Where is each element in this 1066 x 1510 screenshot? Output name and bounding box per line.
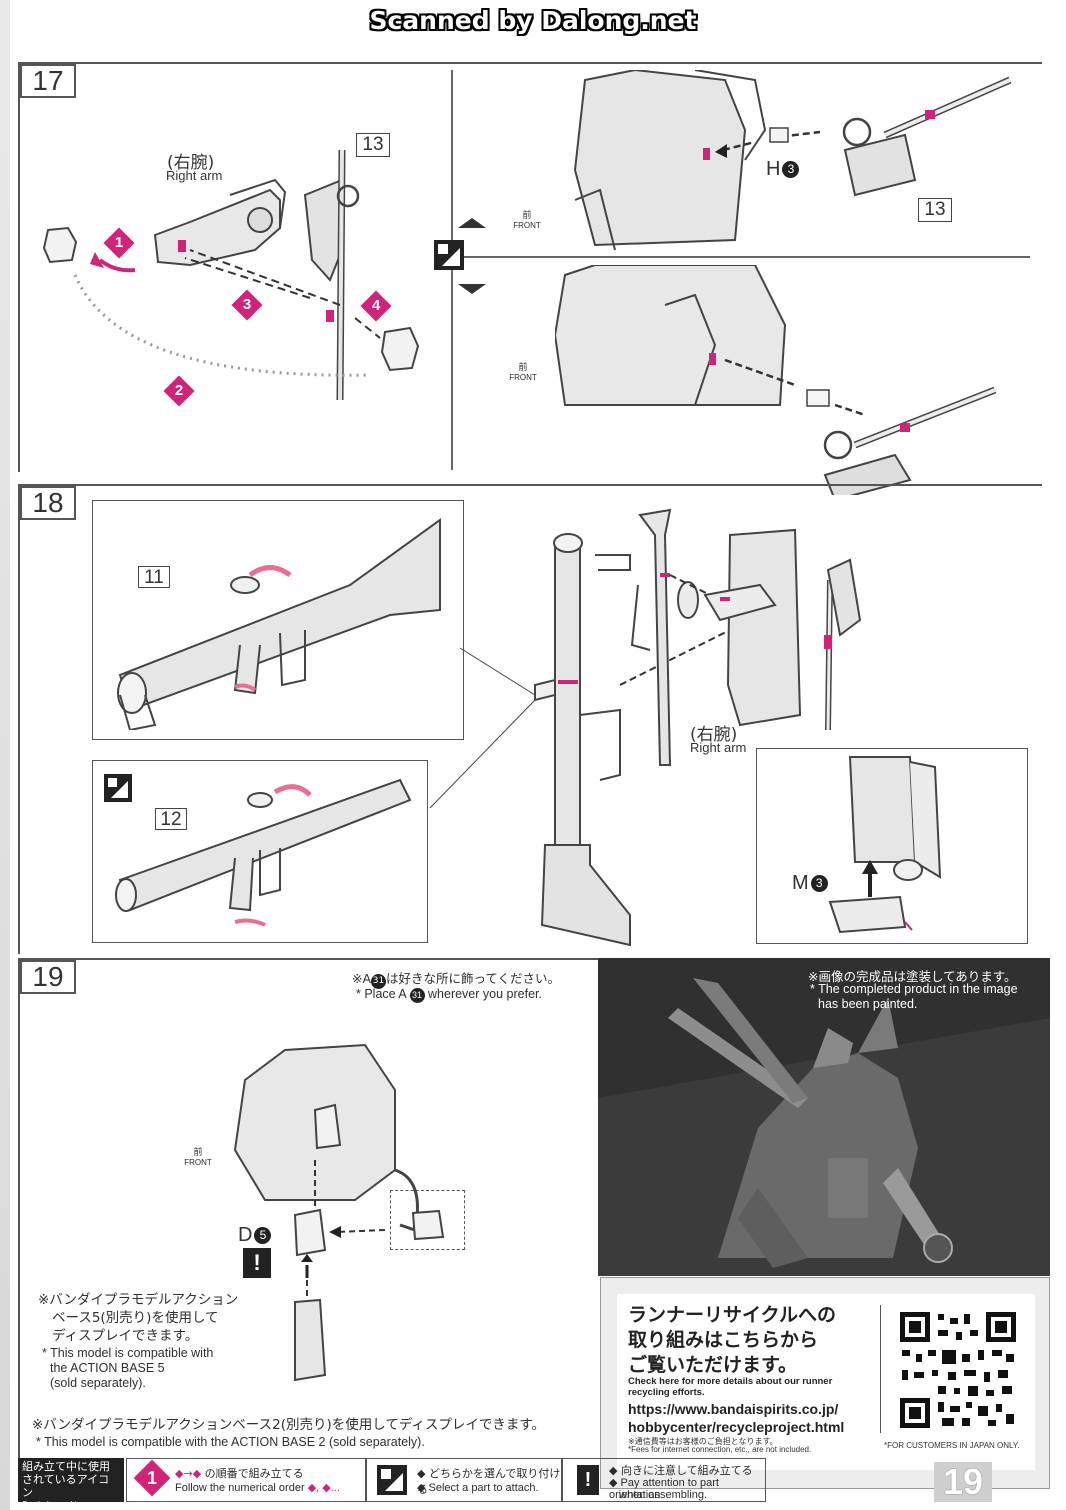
painted-note-en-2: has been painted. (818, 997, 918, 1011)
legend-order: 1 ◆→◆ の順番で組み立てる Follow the numerical ord… (126, 1458, 366, 1502)
order-text-jp: ◆→◆ の順番で組み立てる (175, 1467, 304, 1480)
placement-note-en: * Place A 31 wherever you prefer. (356, 987, 542, 1003)
order-marker-4: 4 (360, 290, 392, 322)
recycle-divider (880, 1305, 881, 1433)
right-arm-label-en-18: Right arm (690, 740, 747, 755)
legend-orientation: ! ◆ 向きに注意して組み立てる ◆ Pay attention to part… (562, 1458, 766, 1502)
bazooka-11-diagram (117, 518, 441, 730)
step-18-number: 18 (20, 486, 76, 520)
part-number-badge: 3 (782, 161, 800, 178)
choose-text-en: ◆ Select a part to attach. (417, 1482, 539, 1494)
recycle-title-3: ご覧いただけます。 (628, 1354, 798, 1376)
zoom-connector-lines (429, 647, 536, 809)
legend-label-jp-1: 組み立て中に使用 (22, 1460, 110, 1473)
shield-rack-diagram (703, 528, 862, 731)
orient-text-jp: ◆ 向きに注意して組み立てる (609, 1464, 753, 1477)
order-icon: 1 (133, 1459, 171, 1497)
action-base5-jp-2: ベース5(別売り)を使用して (52, 1310, 219, 1326)
right-arm-label-jp: (右腕) (167, 153, 215, 173)
recycle-fee-jp: ※通信費等はお客様のご負担となります。 (628, 1437, 778, 1446)
step-17-number: 17 (20, 64, 76, 98)
step-17-body-top-diagram (573, 70, 1012, 251)
part-number-badge-a: 31 (371, 974, 387, 989)
step-19-waist-diagram (233, 1043, 419, 1382)
choose-text-jp: ◆ どちらかを選んで取り付ける (417, 1467, 561, 1496)
part-tag-13-right: 13 (918, 198, 952, 222)
legend-label-box: 組み立て中に使用 されているアイコン Symbols used in instr… (18, 1458, 124, 1509)
recycle-en-2: recycling efforts. (628, 1387, 705, 1398)
front-indicator-bottom: 前 FRONT (509, 362, 537, 382)
order-marker-3: 3 (231, 289, 263, 321)
step-19-number: 19 (20, 960, 76, 994)
choose-icon-footer (377, 1465, 407, 1495)
scan-left-edge (0, 0, 10, 1510)
action-base2-en: * This model is compatible with the ACTI… (36, 1435, 425, 1449)
legend-label-jp-2: されているアイコン (22, 1473, 110, 1499)
recycle-title-1: ランナーリサイクルへの (628, 1304, 837, 1326)
recycle-url-line-2[interactable]: hobbycenter/recycleproject.html (628, 1419, 845, 1435)
step-18-frame (18, 484, 1042, 954)
bazooka-12-box (92, 760, 428, 943)
step-19-frame (18, 958, 598, 1458)
warning-icon-footer: ! (577, 1465, 599, 1495)
weapon-rack-diagram (534, 508, 741, 947)
step-17-divider-horizontal (452, 256, 1030, 258)
action-base2-jp: ※バンダイプラモデルアクションベース2(別売り)を使用してディスプレイできます。 (32, 1417, 546, 1433)
recycle-en-1: Check here for more details about our ru… (628, 1376, 833, 1387)
action-base5-jp-3: ディスプレイできます。 (52, 1328, 199, 1344)
action-base5-en-3: (sold separately). (50, 1376, 146, 1390)
step-17-body-bottom-diagram (555, 265, 997, 495)
part-tag-11: 11 (138, 566, 170, 588)
order-marker-1: 1 (103, 227, 135, 259)
painted-note-en-1: * The completed product in the image (810, 982, 1018, 996)
m3-detail-box (756, 748, 1028, 944)
part-tag-13: 13 (356, 133, 390, 157)
choose-arrows (450, 218, 488, 294)
choose-one-icon-12 (104, 774, 132, 802)
action-base5-en-2: the ACTION BASE 5 (50, 1361, 165, 1375)
scan-banner: Scanned by Dalong.net (369, 6, 697, 35)
legend-choose: ◆ どちらかを選んで取り付ける ◆ Select a part to attac… (366, 1458, 562, 1502)
m3-detail-diagram (828, 756, 942, 934)
bazooka-11-box (92, 500, 464, 740)
part-number-badge-a-en: 31 (409, 988, 425, 1003)
order-marker-2: 2 (163, 375, 195, 407)
right-arm-label-en: Right arm (166, 168, 223, 183)
recycle-url-line-1[interactable]: https://www.bandaispirits.co.jp/ (628, 1401, 839, 1417)
recycle-fee-en: *Fees for internet connection, etc., are… (628, 1445, 812, 1454)
orient-text-en-1: ◆ Pay attention to part orientation (609, 1477, 719, 1501)
order-text-en: Follow the numerical order ◆, ◆... (175, 1482, 340, 1494)
bazooka-12-diagram (115, 778, 412, 927)
orient-text-en-2: when assembling. (619, 1489, 708, 1501)
japan-only-note: *FOR CUSTOMERS IN JAPAN ONLY. (884, 1441, 1020, 1450)
page-number: 19 (934, 1462, 992, 1502)
right-arm-label-jp-18: (右腕) (690, 725, 738, 745)
recycle-title-2: 取り組みはこちらから (628, 1329, 819, 1351)
front-indicator-19: 前 FRONT (184, 1147, 212, 1167)
part-detail-inset (390, 1190, 465, 1250)
step-17-frame (18, 62, 1042, 472)
step-17-divider-vertical (451, 70, 453, 470)
warning-icon: ! (243, 1248, 271, 1278)
action-base5-en-1: * This model is compatible with (42, 1346, 214, 1360)
step-17-arm-diagram (42, 149, 420, 401)
part-tag-12: 12 (155, 808, 187, 830)
qr-code-icon[interactable] (898, 1310, 1018, 1430)
choose-one-icon (434, 240, 464, 270)
legend-label-en: Symbols used in instructions (22, 1500, 81, 1509)
completed-model-photo (598, 958, 1050, 1276)
action-base5-jp-1: ※バンダイプラモデルアクション (38, 1292, 239, 1308)
painted-note-jp: ※画像の完成品は塗装してあります。 (808, 969, 1017, 984)
part-number-badge-m: 3 (810, 875, 828, 892)
front-indicator-top: 前 FRONT (513, 210, 541, 230)
part-number-badge-d: 5 (254, 1227, 272, 1244)
